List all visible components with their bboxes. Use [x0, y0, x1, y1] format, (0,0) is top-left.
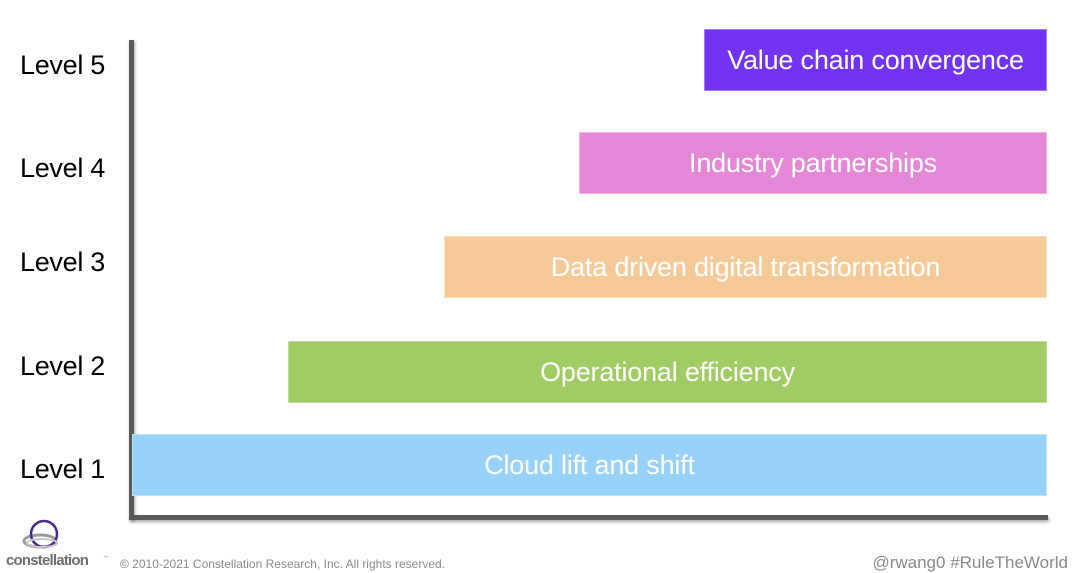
level-2-label: Level 2 — [20, 351, 105, 381]
level-5-bar: Value chain convergence — [704, 29, 1047, 91]
level-4-bar: Industry partnerships — [579, 132, 1047, 194]
level-4-label: Level 4 — [20, 153, 105, 183]
copyright-text: © 2010-2021 Constellation Research, Inc.… — [120, 557, 446, 571]
constellation-orbit-icon — [22, 519, 59, 549]
level-1-bar-text: Cloud lift and shift — [484, 449, 695, 480]
level-3-bar: Data driven digital transformation — [444, 236, 1047, 298]
level-2-bar: Operational efficiency — [288, 341, 1047, 403]
level-1-label: Level 1 — [20, 454, 105, 484]
level-3-label: Level 3 — [20, 247, 105, 277]
vertical-axis — [129, 40, 134, 520]
horizontal-axis — [129, 515, 1048, 520]
level-5-bar-text: Value chain convergence — [727, 44, 1024, 75]
logo-trademark: ™ — [103, 555, 108, 561]
level-5-label: Level 5 — [20, 50, 105, 80]
level-4-bar-text: Industry partnerships — [689, 147, 937, 178]
level-1-bar: Cloud lift and shift — [132, 434, 1047, 496]
level-3-bar-text: Data driven digital transformation — [550, 251, 941, 282]
social-handle: @rwang0 #RuleTheWorld — [872, 553, 1068, 572]
constellation-logo: constellation ™ — [4, 519, 108, 571]
logo-text: constellation — [6, 552, 89, 569]
level-2-bar-text: Operational efficiency — [540, 356, 795, 387]
